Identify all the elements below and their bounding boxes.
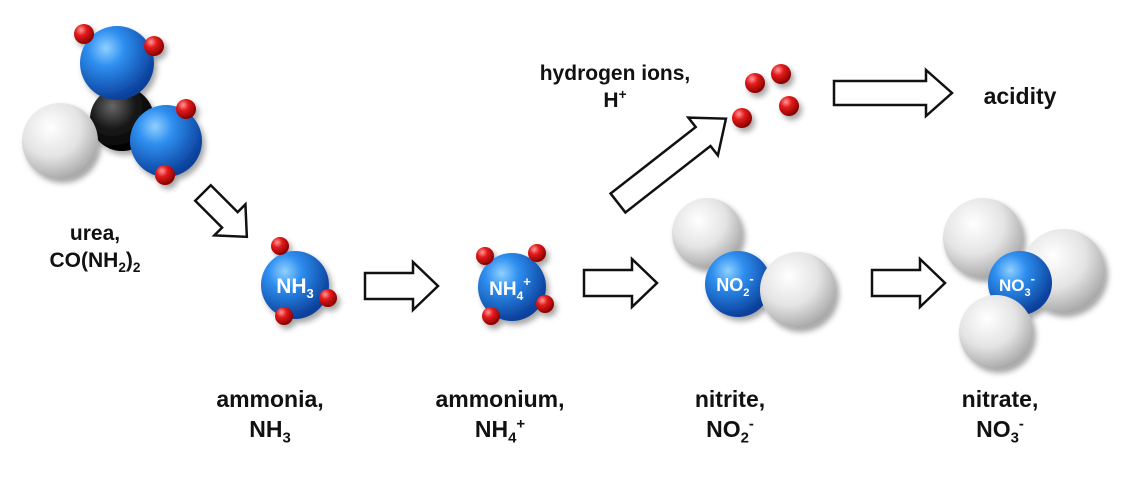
- nitrogen-atom: [705, 251, 771, 317]
- hydrogen-ions: [732, 64, 799, 128]
- urea-name: urea,: [69, 222, 121, 245]
- arrow-nitrite-to-nitrate: [870, 256, 947, 310]
- hydrogen-atom: [74, 24, 94, 44]
- hydrogen-ions-label: hydrogen ions, H+: [500, 60, 730, 115]
- ammonia-name: ammonia,: [216, 386, 324, 412]
- hydrogen-ion: [732, 108, 752, 128]
- nitrogen-atom: [80, 26, 154, 100]
- hydrogen-atom: [476, 247, 494, 265]
- nitrate-atom-label: NO3-: [999, 271, 1035, 299]
- nitrate-formula: NO3-: [976, 415, 1024, 447]
- arrow-hydrogen-to-acidity: [832, 67, 954, 119]
- hydrogen-ion: [771, 64, 791, 84]
- hydrogen-atom: [528, 244, 546, 262]
- hydrogen-ions-formula: H+: [603, 87, 627, 113]
- hydrogen-atom: [275, 307, 293, 325]
- nitrogen-atom: [261, 251, 329, 319]
- ammonia-atom-label: NH3: [276, 275, 314, 301]
- hydrogen-ion: [745, 73, 765, 93]
- hydrogen-atom: [271, 237, 289, 255]
- urea-molecule: [22, 24, 202, 185]
- ammonia-label: ammonia, NH3: [195, 385, 345, 445]
- hydrogen-atom: [176, 99, 196, 119]
- oxygen-atom: [22, 103, 98, 179]
- ammonia-molecule: NH3: [261, 237, 337, 325]
- arrow-ammonia-to-ammonium: [363, 259, 440, 313]
- ammonium-atom-label: NH4+: [489, 274, 531, 303]
- nitrogen-atom: [478, 253, 546, 321]
- ammonium-molecule: NH4+: [476, 244, 554, 325]
- nitrate-molecule: NO3-: [943, 198, 1105, 369]
- acidity-label: acidity: [983, 83, 1057, 109]
- oxygen-atom: [672, 198, 742, 268]
- hydrogen-atom: [155, 165, 175, 185]
- arrow-ammonium-to-nitrite: [582, 256, 659, 310]
- nitrogen-atom: [130, 105, 202, 177]
- ammonium-label: ammonium, NH4+: [425, 385, 575, 445]
- arrow-urea-to-ammonia: [193, 183, 249, 239]
- oxygen-atom: [959, 295, 1033, 369]
- hydrogen-atom: [144, 36, 164, 56]
- nitrite-atom-label: NO2-: [716, 271, 753, 299]
- ammonium-formula: NH4+: [474, 415, 526, 447]
- urea-formula: CO(NH2)2: [49, 249, 141, 276]
- hydrogen-atom: [536, 295, 554, 313]
- oxygen-atom: [760, 252, 836, 328]
- nitrite-molecule: NO2-: [672, 198, 836, 328]
- hydrogen-atom: [319, 289, 337, 307]
- nitrate-label: nitrate, NO3-: [925, 385, 1075, 445]
- arrow-to-hydrogen-ions: [608, 116, 728, 215]
- nitrite-label: nitrite, NO2-: [655, 385, 805, 445]
- hydrogen-ion: [779, 96, 799, 116]
- nitrate-name: nitrate,: [961, 386, 1039, 412]
- hydrogen-atom: [482, 307, 500, 325]
- urea-label: urea, CO(NH2)2: [20, 220, 170, 275]
- ammonia-formula: NH3: [249, 415, 291, 447]
- ammonium-name: ammonium,: [435, 386, 565, 412]
- nitrite-formula: NO2-: [706, 415, 754, 447]
- nitrite-name: nitrite,: [694, 386, 766, 412]
- hydrogen-ions-name: hydrogen ions,: [539, 62, 691, 85]
